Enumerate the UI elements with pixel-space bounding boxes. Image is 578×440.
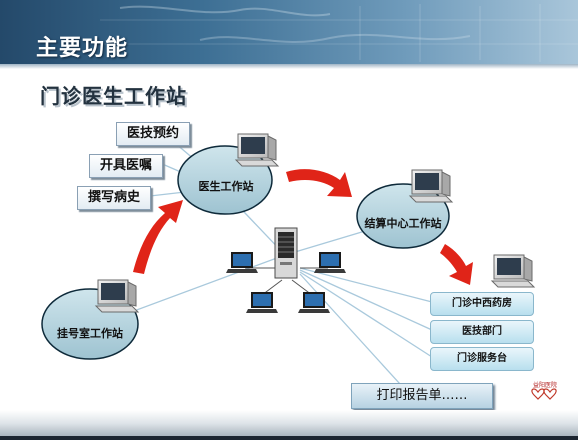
- department-box-pharmacy: 门诊中西药房: [430, 292, 534, 316]
- registration-computer-icon: [95, 279, 139, 313]
- laptop-icon: [226, 252, 258, 273]
- function-box-orders: 开具医嘱: [89, 154, 163, 178]
- header-banner: 主要功能: [0, 0, 578, 64]
- footer-band: [0, 410, 578, 440]
- node-label-registration: 挂号室工作站: [57, 327, 123, 340]
- header-shadow: [0, 64, 578, 69]
- laptop-icon: [314, 252, 346, 273]
- node-label-doctor: 医生工作站: [198, 180, 254, 193]
- print-report-box: 打印报告单……: [351, 383, 493, 409]
- hospital-logo-icon: [531, 388, 557, 400]
- department-box-medical-tech: 医技部门: [430, 320, 534, 344]
- doctor-computer-icon: [235, 133, 279, 167]
- section-title: 门诊医生工作站: [40, 84, 187, 108]
- page-title: 主要功能: [36, 36, 129, 61]
- department-computer-icon: [491, 254, 535, 288]
- arrow-registration-to-doctor: [133, 200, 183, 274]
- world-map-background: [100, 4, 578, 62]
- department-box-service-desk: 门诊服务台: [430, 347, 534, 371]
- arrow-doctor-to-settlement: [286, 169, 352, 197]
- function-box-appointment: 医技预约: [116, 122, 190, 146]
- laptop-icon: [246, 292, 278, 313]
- node-label-settlement: 结算中心工作站: [364, 217, 442, 230]
- flow-arrows: [133, 169, 473, 285]
- footer-line: [0, 436, 578, 440]
- settlement-computer-icon: [409, 169, 453, 203]
- arrow-settlement-to-departments: [440, 244, 473, 285]
- hospital-logo-text: 益阳医院: [533, 382, 558, 389]
- function-box-history: 撰写病史: [77, 186, 151, 210]
- server-icon: [274, 227, 298, 279]
